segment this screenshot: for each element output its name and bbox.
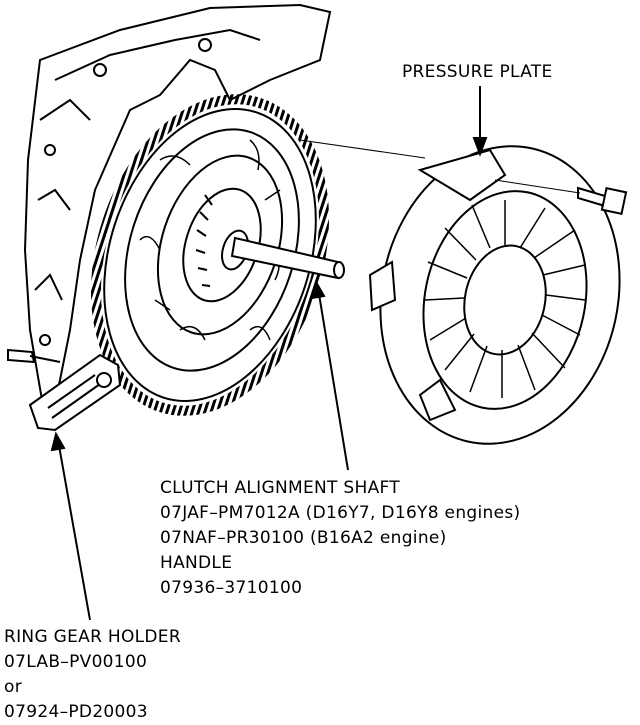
ring-gear-holder-part-1: 07LAB–PV00100 <box>4 652 148 672</box>
flywheel <box>91 94 329 416</box>
ring-gear-holder-or: or <box>4 677 22 697</box>
alignment-shaft-part-1: 07JAF–PM7012A (D16Y7, D16Y8 engines) <box>160 503 521 523</box>
alignment-shaft <box>230 236 345 280</box>
callout-arrows <box>50 86 488 621</box>
ring-gear-holder-part-2: 07924–PD20003 <box>4 702 148 722</box>
handle-title: HANDLE <box>160 553 233 573</box>
bolt <box>577 186 628 216</box>
handle-part-number: 07936–3710100 <box>160 578 303 598</box>
alignment-guide-lines <box>299 139 581 194</box>
alignment-shaft-callout: CLUTCH ALIGNMENT SHAFT 07JAF–PM7012A (D1… <box>160 476 520 601</box>
engine-block <box>23 3 332 424</box>
pressure-plate <box>368 145 621 445</box>
ring-gear-holder-title: RING GEAR HOLDER <box>4 627 181 647</box>
alignment-shaft-title: CLUTCH ALIGNMENT SHAFT <box>160 478 400 498</box>
ring-gear-holder-tool <box>7 348 122 432</box>
pressure-plate-label: PRESSURE PLATE <box>402 62 553 82</box>
alignment-shaft-part-2: 07NAF–PR30100 (B16A2 engine) <box>160 528 447 548</box>
ring-gear-holder-callout: RING GEAR HOLDER 07LAB–PV00100 or 07924–… <box>4 625 181 725</box>
